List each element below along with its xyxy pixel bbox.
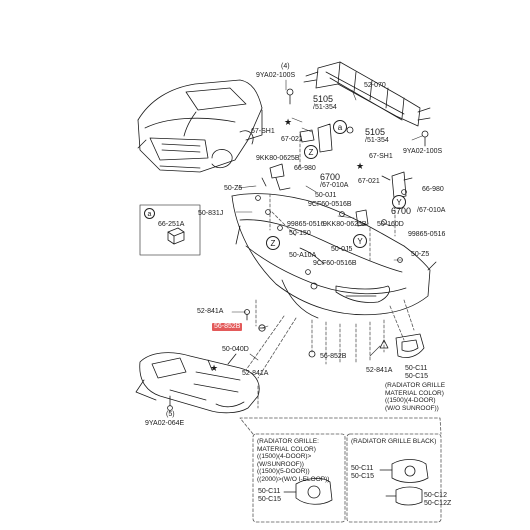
label-52-841a-a: 52-841A <box>197 308 224 315</box>
label-6700-a: 6700 <box>320 172 341 182</box>
label-9kk80-0625b-b: 9KK80-0625B <box>323 221 367 228</box>
car-illustration <box>137 79 263 173</box>
label-52-841a-b: 52-841A <box>242 370 269 377</box>
box-right-part-a2: 50-C15 <box>351 473 374 480</box>
label-67-021-b: 67-021 <box>358 178 380 185</box>
star-marker-3: ★ <box>210 363 219 373</box>
label-50-c15-a: 50-C15 <box>405 373 428 380</box>
clip-part <box>167 227 185 245</box>
box-left-line-1: (RADIATOR GRILLE: <box>257 438 319 445</box>
box-right-grille-b <box>385 486 423 506</box>
box-right-part-b2: 50-C12Z <box>424 500 452 507</box>
bumper-reinforcement <box>303 61 431 127</box>
box-right-part-b1: 50-C12 <box>424 492 447 499</box>
label-50-150: 50-150 <box>289 230 311 237</box>
callout-y-lower: Y <box>353 234 367 248</box>
label-66-251a: 66-251A <box>158 221 185 228</box>
callout-y-upper: Y <box>392 195 406 209</box>
label-56-852b: 56-852B <box>320 353 347 360</box>
box-right-grille-a <box>379 459 429 483</box>
note-line-4: (W/O SUNROOF)) <box>385 404 439 412</box>
note-grille: (RADIATOR GRILLE MATERIAL COLOR) ((1500)… <box>385 382 445 412</box>
label-67-021-a: 67-021 <box>281 136 303 143</box>
label-50-0j1: 50-0J1 <box>315 192 337 199</box>
label-52-070: 52-070 <box>364 82 386 89</box>
label-no4: (4) <box>281 63 290 70</box>
box-left-grille <box>283 478 333 505</box>
label-5105-a: 5105 <box>313 94 334 104</box>
bumper-cover <box>231 193 437 319</box>
star-marker-2: ★ <box>356 161 365 171</box>
box-left-part-1: 50-C11 <box>258 488 281 495</box>
label-9cf60-0516b-b: 9CF60-0516B <box>313 260 357 267</box>
box-left-part-2: 50-C15 <box>258 496 281 503</box>
label-66-980-b: 66-980 <box>422 186 444 193</box>
label-9cf60-0516b-a: 9CF60-0516B <box>308 201 352 208</box>
label-50-z5-b: 50-Z5 <box>411 251 430 258</box>
label-99865-0516-a: 99865-0516 <box>287 221 325 228</box>
callout-z-upper: Z <box>304 145 318 159</box>
box-left-line-2: MATERIAL COLOR) <box>257 445 316 453</box>
label-50-160d: 50-160D <box>377 221 404 228</box>
label-9kk80-0625b-a: 9KK80-0625B <box>256 155 300 162</box>
star-marker-1: ★ <box>284 117 293 127</box>
label-67-010a-b: /67-010A <box>417 207 446 214</box>
label-9ya02-100s-top: 9YA02-100S <box>256 72 296 79</box>
label-50-831j: 50-831J <box>198 210 224 217</box>
note-line-2: MATERIAL COLOR) <box>385 389 444 397</box>
box-right-part-a1: 50-C11 <box>351 465 374 472</box>
box-left-line-5: ((1500)(5-DOOR)) <box>257 468 310 475</box>
box-right-title: (RADIATOR GRILLE BLACK) <box>351 438 437 445</box>
fog-grille-right <box>395 333 425 358</box>
under-cover <box>135 352 260 414</box>
label-9ya02-100s-right: 9YA02-100S <box>403 148 443 155</box>
label-6700-b: 6700 <box>391 206 412 216</box>
label-50-c11-a: 50-C11 <box>405 365 428 372</box>
box-left-text: (RADIATOR GRILLE: MATERIAL COLOR) ((1500… <box>257 438 329 483</box>
note-line-3: ((1500)(4-DOOR) <box>385 397 436 404</box>
box-left-line-3: ((1500)(4-DOOR)> <box>257 453 312 460</box>
label-52-841a-c: 52-841A <box>366 367 393 374</box>
label-99865-0516-b: 99865-0516 <box>408 231 446 238</box>
box-left-line-6: ((2000)>(W/O I-ELOOP)) <box>257 475 330 483</box>
label-67-010a-a: /67-010A <box>320 182 349 189</box>
callout-a-box: a <box>144 208 155 219</box>
label-56-852b-highlighted[interactable]: 56-852B <box>212 323 243 331</box>
note-line-1: (RADIATOR GRILLE <box>385 382 446 389</box>
label-51-354-a: /51-354 <box>313 104 337 111</box>
bracket-right <box>355 171 413 227</box>
label-50-a10a: 50-A10A <box>289 252 317 259</box>
label-50-040d: 50-040D <box>222 346 249 353</box>
label-9ya02-064e: 9YA02-064E <box>145 420 185 427</box>
label-no5: (5) <box>166 411 175 418</box>
callout-z-lower: Z <box>266 236 280 250</box>
box-left-line-4: (W/SUNROOF)) <box>257 460 304 468</box>
label-67-sh1-b: 67-SH1 <box>369 153 393 160</box>
callout-a-top: a <box>333 120 347 134</box>
label-66-980-a: 66-980 <box>294 165 316 172</box>
label-50-z5-a: 50-Z5 <box>224 185 243 192</box>
label-50-0j5: 50-0J5 <box>331 246 353 253</box>
label-67-sh1-a: 67-SH1 <box>251 128 275 135</box>
label-51-354-b: /51-354 <box>365 137 389 144</box>
label-5105-b: 5105 <box>365 127 386 137</box>
